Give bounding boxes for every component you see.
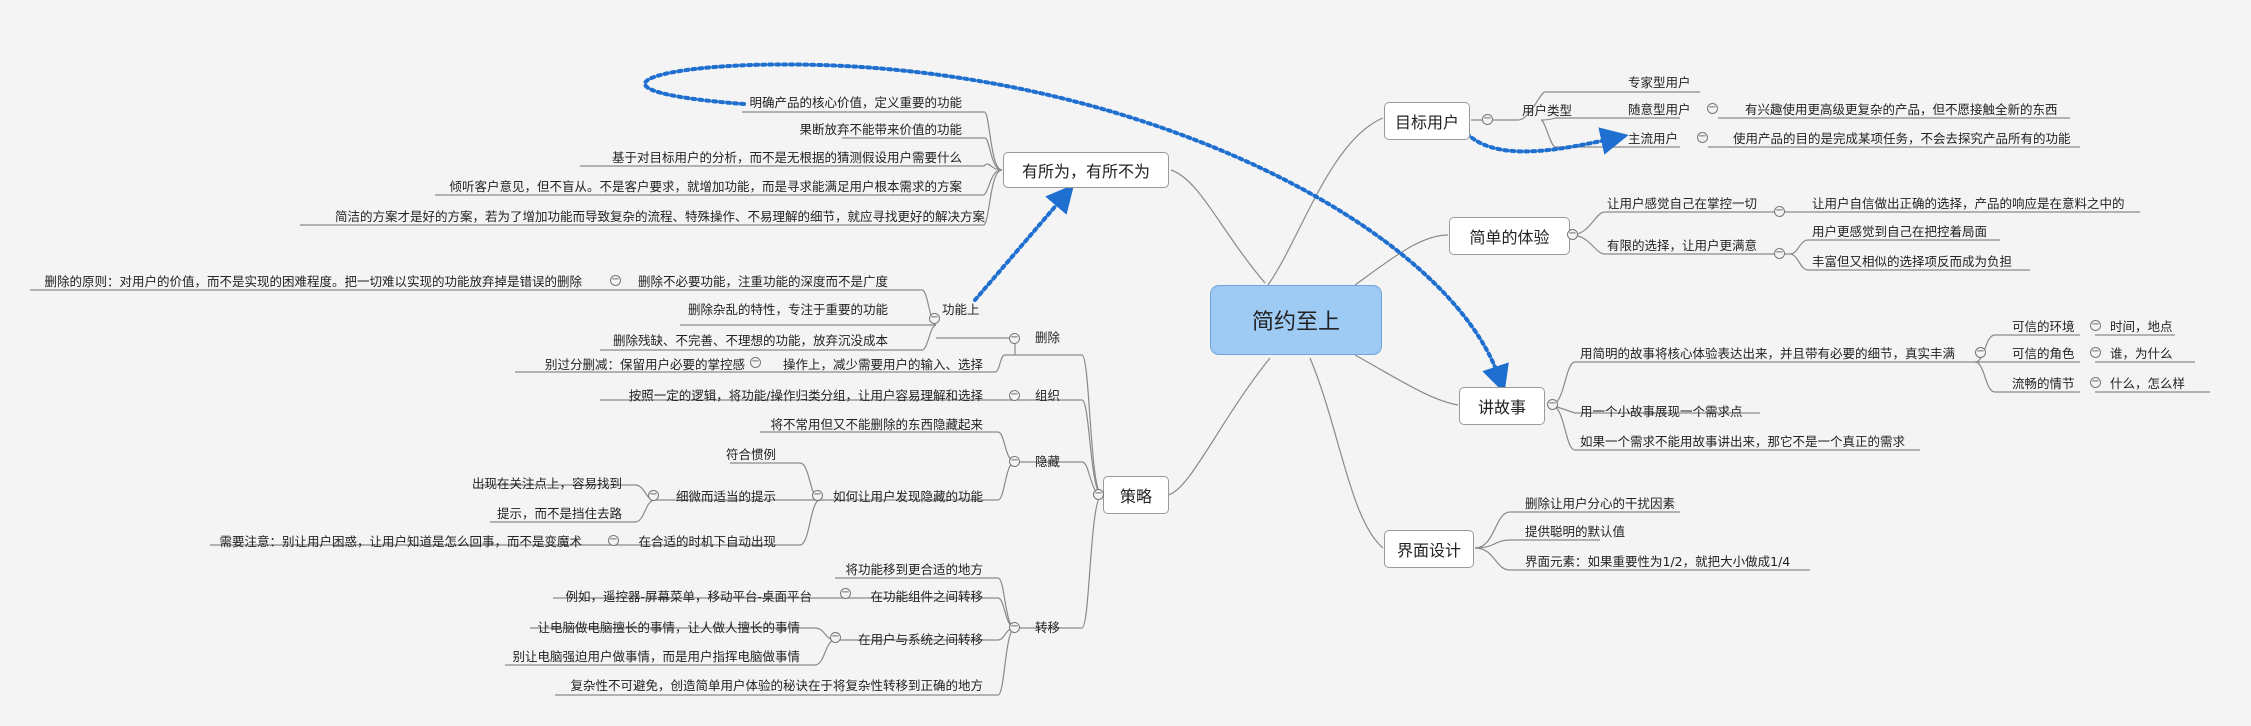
hide-item[interactable]: 将不常用但又不能删除的东西隐藏起来 [770,417,983,432]
scope-item[interactable]: 果断放弃不能带来价值的功能 [799,122,962,137]
hide-item[interactable]: 如何让用户发现隐藏的功能 [832,489,983,504]
collapse-toggle[interactable]: − [2090,346,2101,358]
branch-node-interface-design[interactable]: 界面设计 [1384,530,1474,568]
experience-item-desc[interactable]: 用户更感觉到自己在把控着局面 [1812,224,1988,239]
move-item[interactable]: 在用户与系统之间转移 [857,632,983,647]
delete-principle[interactable]: 删除的原则：对用户的价值，而不是实现的困难程度。把一切难以实现的功能放弃掉是错误… [44,274,582,289]
user-type-casual[interactable]: 随意型用户 [1628,102,1691,117]
collapse-toggle[interactable]: − [830,631,841,643]
collapse-toggle[interactable]: − [608,534,619,546]
collapse-toggle[interactable]: − [750,356,761,368]
move-item-detail[interactable]: 让电脑做电脑擅长的事情，让人做人擅长的事情 [537,620,800,635]
move-item[interactable]: 将功能移到更合适的地方 [845,562,983,577]
collapse-toggle[interactable]: − [2090,376,2101,388]
story-detail[interactable]: 流畅的情节 [2012,376,2075,391]
scope-item[interactable]: 基于对目标用户的分析，而不是无根据的猜测假设用户需要什么 [611,150,962,165]
story-detail-desc[interactable]: 时间，地点 [2110,319,2173,334]
branch-node-simple-experience[interactable]: 简单的体验 [1449,217,1570,255]
collapse-toggle[interactable]: − [929,312,940,324]
story-detail[interactable]: 可信的环境 [2012,319,2075,334]
collapse-toggle[interactable]: − [1774,205,1785,217]
branch-node-target-users[interactable]: 目标用户 [1384,102,1470,140]
user-type-label[interactable]: 用户类型 [1522,103,1573,118]
delete-operation-note[interactable]: 别过分删减：保留用户必要的掌控感 [544,357,745,372]
hide-hint[interactable]: 符合惯例 [725,447,776,462]
story-detail[interactable]: 可信的角色 [2012,346,2075,361]
collapse-toggle[interactable]: − [1547,398,1558,410]
root-node[interactable]: 简约至上 [1210,285,1382,355]
experience-item-desc[interactable]: 丰富但又相似的选择项反而成为负担 [1812,254,2013,269]
hide-hint[interactable]: 细微而适当的提示 [675,489,776,504]
delete-operation[interactable]: 操作上，减少需要用户的输入、选择 [782,357,983,372]
interface-item[interactable]: 界面元素：如果重要性为1/2，就把大小做成1/4 [1525,554,1791,569]
user-type-expert[interactable]: 专家型用户 [1628,75,1691,90]
collapse-toggle[interactable]: − [1009,455,1020,467]
experience-item[interactable]: 有限的选择，让用户更满意 [1607,238,1758,253]
branch-node-scope[interactable]: 有所为，有所不为 [1003,152,1169,188]
collapse-toggle[interactable]: − [1009,389,1020,401]
collapse-toggle[interactable]: − [1567,228,1578,240]
collapse-toggle[interactable]: − [812,489,823,501]
collapse-toggle[interactable]: − [1975,346,1986,358]
delete-function-item[interactable]: 删除杂乱的特性，专注于重要的功能 [687,302,888,317]
story-item[interactable]: 用简明的故事将核心体验表达出来，并且带有必要的细节，真实丰满 [1580,346,1956,361]
experience-item-desc[interactable]: 让用户自信做出正确的选择，产品的响应是在意料之中的 [1812,196,2125,211]
organize-desc[interactable]: 按照一定的逻辑，将功能/操作归类分组，让用户容易理解和选择 [628,388,983,403]
branch-node-storytelling[interactable]: 讲故事 [1459,387,1545,425]
collapse-toggle[interactable]: − [610,274,621,286]
move-item[interactable]: 复杂性不可避免，创造简单用户体验的秘诀在于将复杂性转移到正确的地方 [570,678,983,693]
collapse-toggle[interactable]: − [1009,621,1020,633]
scope-item[interactable]: 倾听客户意见，但不盲从。不是客户要求，就增加功能，而是寻求能满足用户根本需求的方… [449,179,962,194]
story-item[interactable]: 用一个小故事展现一个需求点 [1580,404,1743,419]
strategy-move[interactable]: 转移 [1035,620,1061,635]
strategy-delete[interactable]: 删除 [1035,330,1061,345]
collapse-toggle[interactable]: − [1707,102,1718,114]
collapse-toggle[interactable]: − [1774,247,1785,259]
strategy-organize[interactable]: 组织 [1035,388,1061,403]
collapse-toggle[interactable]: − [1093,488,1104,500]
hide-hint-detail[interactable]: 提示，而不是挡住去路 [496,506,622,521]
strategy-hide[interactable]: 隐藏 [1035,454,1061,469]
collapse-toggle[interactable]: − [2090,319,2101,331]
move-item-example[interactable]: 例如，遥控器-屏幕菜单，移动平台-桌面平台 [565,589,812,604]
story-item[interactable]: 如果一个需求不能用故事讲出来，那它不是一个真正的需求 [1580,434,1906,449]
hide-hint-detail[interactable]: 出现在关注点上，容易找到 [471,476,622,491]
user-type-mainstream[interactable]: 主流用户 [1628,131,1679,146]
collapse-toggle[interactable]: − [1482,113,1493,125]
collapse-toggle[interactable]: − [1009,332,1020,344]
move-item[interactable]: 在功能组件之间转移 [870,589,983,604]
hide-hint[interactable]: 在合适的时机下自动出现 [638,534,776,549]
hide-hint-detail[interactable]: 需要注意：别让用户困惑，让用户知道是怎么回事，而不是变魔术 [219,534,582,549]
user-type-mainstream-desc[interactable]: 使用产品的目的是完成某项任务，不会去探究产品所有的功能 [1733,131,2071,146]
story-detail-desc[interactable]: 什么，怎么样 [2110,376,2186,391]
move-item-detail[interactable]: 别让电脑强迫用户做事情，而是用户指挥电脑做事情 [512,649,800,664]
delete-function-item[interactable]: 删除残缺、不完善、不理想的功能，放弃沉没成本 [612,333,888,348]
strategy-delete-function[interactable]: 功能上 [942,302,980,317]
collapse-toggle[interactable]: − [648,489,659,501]
interface-item[interactable]: 提供聪明的默认值 [1525,524,1626,539]
collapse-toggle[interactable]: − [1697,131,1708,143]
interface-item[interactable]: 删除让用户分心的干扰因素 [1525,496,1676,511]
scope-item[interactable]: 明确产品的核心价值，定义重要的功能 [749,95,962,110]
delete-function-item[interactable]: 删除不必要功能，注重功能的深度而不是广度 [637,274,888,289]
experience-item[interactable]: 让用户感觉自己在掌控一切 [1607,196,1758,211]
user-type-casual-desc[interactable]: 有兴趣使用更高级更复杂的产品，但不愿接触全新的东西 [1745,102,2058,117]
collapse-toggle[interactable]: − [840,587,851,599]
story-detail-desc[interactable]: 谁，为什么 [2110,346,2173,361]
branch-node-strategy[interactable]: 策略 [1103,476,1169,514]
scope-item[interactable]: 简洁的方案才是好的方案，若为了增加功能而导致复杂的流程、特殊操作、不易理解的细节… [334,209,985,224]
